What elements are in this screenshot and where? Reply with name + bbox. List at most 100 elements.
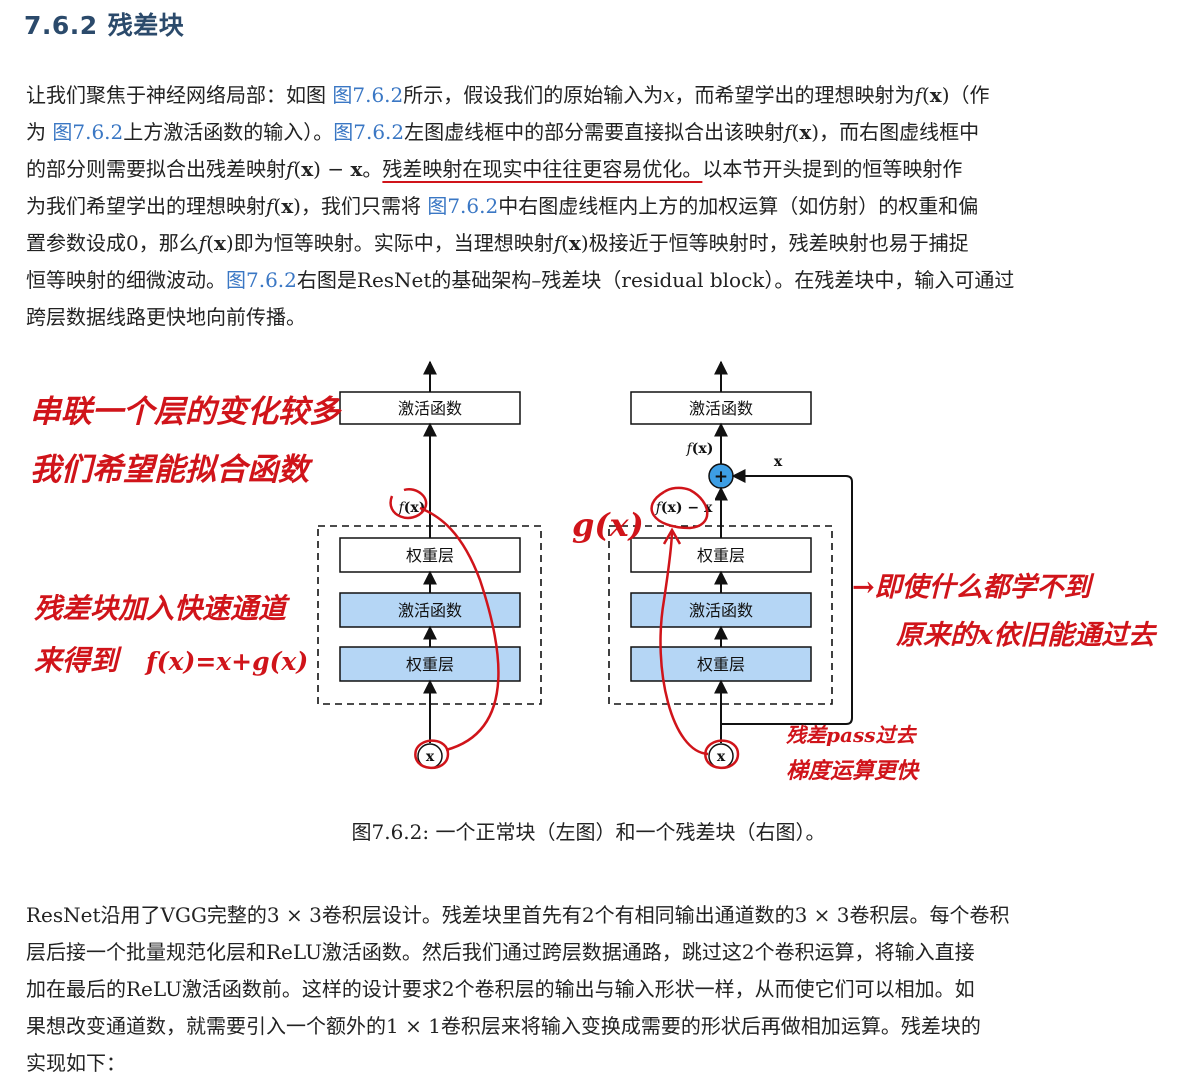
note-bottom-1: 残差pass过去 — [786, 723, 917, 747]
note-gx: g(x) — [572, 506, 644, 544]
dashed-frame — [317, 525, 542, 705]
math-bold-x: x — [281, 194, 294, 218]
fx-label: f(x) — [398, 500, 426, 516]
math-op: − — [320, 157, 351, 181]
math-bold-x: x — [213, 231, 226, 255]
handwritten-annotations: 串联一个层的变化较多 我们希望能拟合函数 残差块加入快速通道 来得到 f(x)=… — [30, 394, 1158, 784]
figure-link[interactable]: 图7.6.2 — [226, 268, 297, 292]
fx-label-bg — [395, 495, 429, 517]
fx-output-label-f: f — [686, 441, 695, 457]
skip-connection-label: x — [774, 454, 783, 470]
text-run: 为我们希望学出的理想映射 — [26, 194, 266, 218]
activation-box-mid-label: 激活函数 — [398, 601, 462, 620]
activation-box-mid-label: 激活函数 — [689, 601, 753, 620]
note-bottom-2: 梯度运算更快 — [786, 758, 920, 784]
text-run: 。 — [362, 157, 383, 181]
math-paren: ( — [273, 194, 282, 218]
text-run: （作 — [949, 83, 990, 107]
math-paren: ( — [293, 157, 302, 181]
residual-block-figure: 激活函数 f(x) 权重层 激活函数 权重层 x 激活函数 f(x) + f(x… — [30, 360, 1158, 784]
fx-output-label: f(x) — [686, 441, 714, 457]
math-fx: f(x) — [784, 120, 819, 144]
paragraph-resnet: ResNet沿用了VGG完整的3 × 3卷积层设计。残差块里首先有2个有相同输出… — [26, 897, 1152, 1082]
text-run: 恒等映射的细微波动。 — [26, 268, 226, 292]
text-line: 的部分则需要拟合出残差映射f(x) − x。残差映射在现实中往往更容易优化。以本… — [26, 151, 1152, 188]
figure-link[interactable]: 图7.6.2 — [333, 120, 405, 144]
math-var: x — [663, 83, 675, 107]
text-run: 左图虚线框中的部分需要直接拟合出该映射 — [404, 120, 785, 144]
text-line: 层后接一个批量规范化层和ReLU激活函数。然后我们通过跨层数据通路，跳过这2个卷… — [26, 940, 975, 964]
residual-label-f: f — [655, 500, 664, 516]
math-paren: ) — [811, 120, 820, 144]
dashed-frame — [608, 525, 833, 705]
text-run: ，而右图虚线框中 — [819, 120, 980, 144]
math-paren: ( — [206, 231, 214, 255]
figure-link[interactable]: 图7.6.2 — [52, 120, 124, 144]
note-left-3: 残差块加入快速通道 — [34, 592, 291, 625]
text-run: 中右图虚线框内上方的加权运算（如仿射）的权重和偏 — [498, 194, 979, 218]
normal-block: 激活函数 f(x) 权重层 激活函数 权重层 x — [317, 360, 542, 769]
section-title: 残差块 — [107, 11, 185, 40]
text-line: 为 图7.6.2上方激活函数的输入）。图7.6.2左图虚线框中的部分需要直接拟合… — [26, 114, 1152, 151]
math-var: f — [266, 194, 274, 218]
activation-box-top-label: 激活函数 — [689, 399, 753, 418]
text-line: ResNet沿用了VGG完整的3 × 3卷积层设计。残差块里首先有2个有相同输出… — [26, 903, 1010, 927]
weight-layer-top — [630, 537, 812, 573]
weight-layer-bottom-label: 权重层 — [406, 655, 454, 674]
input-node-label: x — [426, 749, 435, 765]
text-line: 跨层数据线路更快地向前传播。 — [26, 299, 1152, 336]
input-node-label: x — [717, 749, 726, 765]
math-fx: f(x) — [286, 157, 321, 181]
text-line: 置参数设成0，那么f(x)即为恒等映射。实际中，当理想映射f(x)极接近于恒等映… — [26, 225, 1152, 262]
fx-label-x: (x) — [404, 500, 426, 516]
math-fx: f(x) — [266, 194, 301, 218]
math-bold-x: x — [568, 231, 581, 255]
text-run: 所示，假设我们的原始输入为 — [403, 83, 664, 107]
text-line: 让我们聚焦于神经网络局部：如图 图7.6.2所示，假设我们的原始输入为x，而希望… — [26, 77, 1152, 114]
highlighted-sentence: 残差映射在现实中往往更容易优化。 — [382, 157, 703, 181]
curve-arrow-left — [419, 506, 500, 752]
text-run: 的部分则需要拟合出残差映射 — [26, 157, 286, 181]
math-var: f — [784, 120, 792, 144]
arrowhead-annotation — [662, 527, 682, 545]
text-run: ，而希望学出的理想映射为 — [674, 83, 915, 107]
curve-arrow-right — [659, 529, 709, 756]
residual-label-rest: (x) − x — [661, 500, 713, 516]
circle-annotation — [704, 739, 740, 770]
math-paren: ( — [921, 83, 930, 107]
note-left-formula: f(x)=x+g(x) — [144, 647, 308, 676]
weight-layer-top-label: 权重层 — [697, 546, 745, 565]
math-paren: ( — [561, 231, 569, 255]
figure-link[interactable]: 图7.6.2 — [427, 194, 499, 218]
math-paren: ) — [293, 194, 301, 218]
figure-caption: 图7.6.2: 一个正常块（左图）和一个残差块（右图）。 — [351, 820, 826, 844]
math-bold-x: x — [929, 83, 942, 107]
math-var: f — [286, 157, 294, 181]
text-run: 即为恒等映射。实际中，当理想映射 — [233, 231, 554, 255]
text-line: 加在最后的ReLU激活函数前。这样的设计要求2个卷积层的输出与输入形状一样，从而… — [26, 977, 975, 1001]
residual-label-bg — [653, 495, 715, 517]
text-run: 为 — [26, 120, 53, 144]
plus-sign: + — [714, 467, 728, 487]
text-line: 为我们希望学出的理想映射f(x)，我们只需将 图7.6.2中右图虚线框内上方的加… — [26, 188, 1152, 225]
circle-annotation — [650, 486, 709, 530]
activation-box-top-label: 激活函数 — [398, 399, 462, 418]
text-run: 跨层数据线路更快地向前传播。 — [26, 305, 306, 329]
fx-label-f: f — [398, 500, 407, 516]
paragraph-intro: 让我们聚焦于神经网络局部：如图 图7.6.2所示，假设我们的原始输入为x，而希望… — [26, 77, 1152, 336]
text-line: 果想改变通道数，就需要引入一个额外的1 × 1卷积层来将输入变换成需要的形状后再… — [26, 1014, 981, 1038]
skip-connection — [721, 469, 853, 725]
text-run: 极接近于恒等映射时，残差映射也易于捕捉 — [588, 231, 969, 255]
weight-layer-bottom — [339, 646, 521, 682]
math-fx: f(x) — [554, 231, 589, 255]
weight-layer-top — [339, 537, 521, 573]
residual-label: f(x) − x — [655, 500, 713, 516]
math-var: f — [553, 231, 562, 255]
text-run: ，我们只需将 — [300, 194, 428, 218]
text-run: 右图是ResNet的基础架构–残差块（residual block）。在残差块中… — [296, 268, 1015, 292]
text-run: 让我们聚焦于神经网络局部：如图 — [26, 83, 333, 107]
activation-box-top — [339, 391, 521, 425]
figure-link[interactable]: 图7.6.2 — [332, 83, 404, 107]
text-line: 恒等映射的细微波动。图7.6.2右图是ResNet的基础架构–残差块（resid… — [26, 262, 1152, 299]
